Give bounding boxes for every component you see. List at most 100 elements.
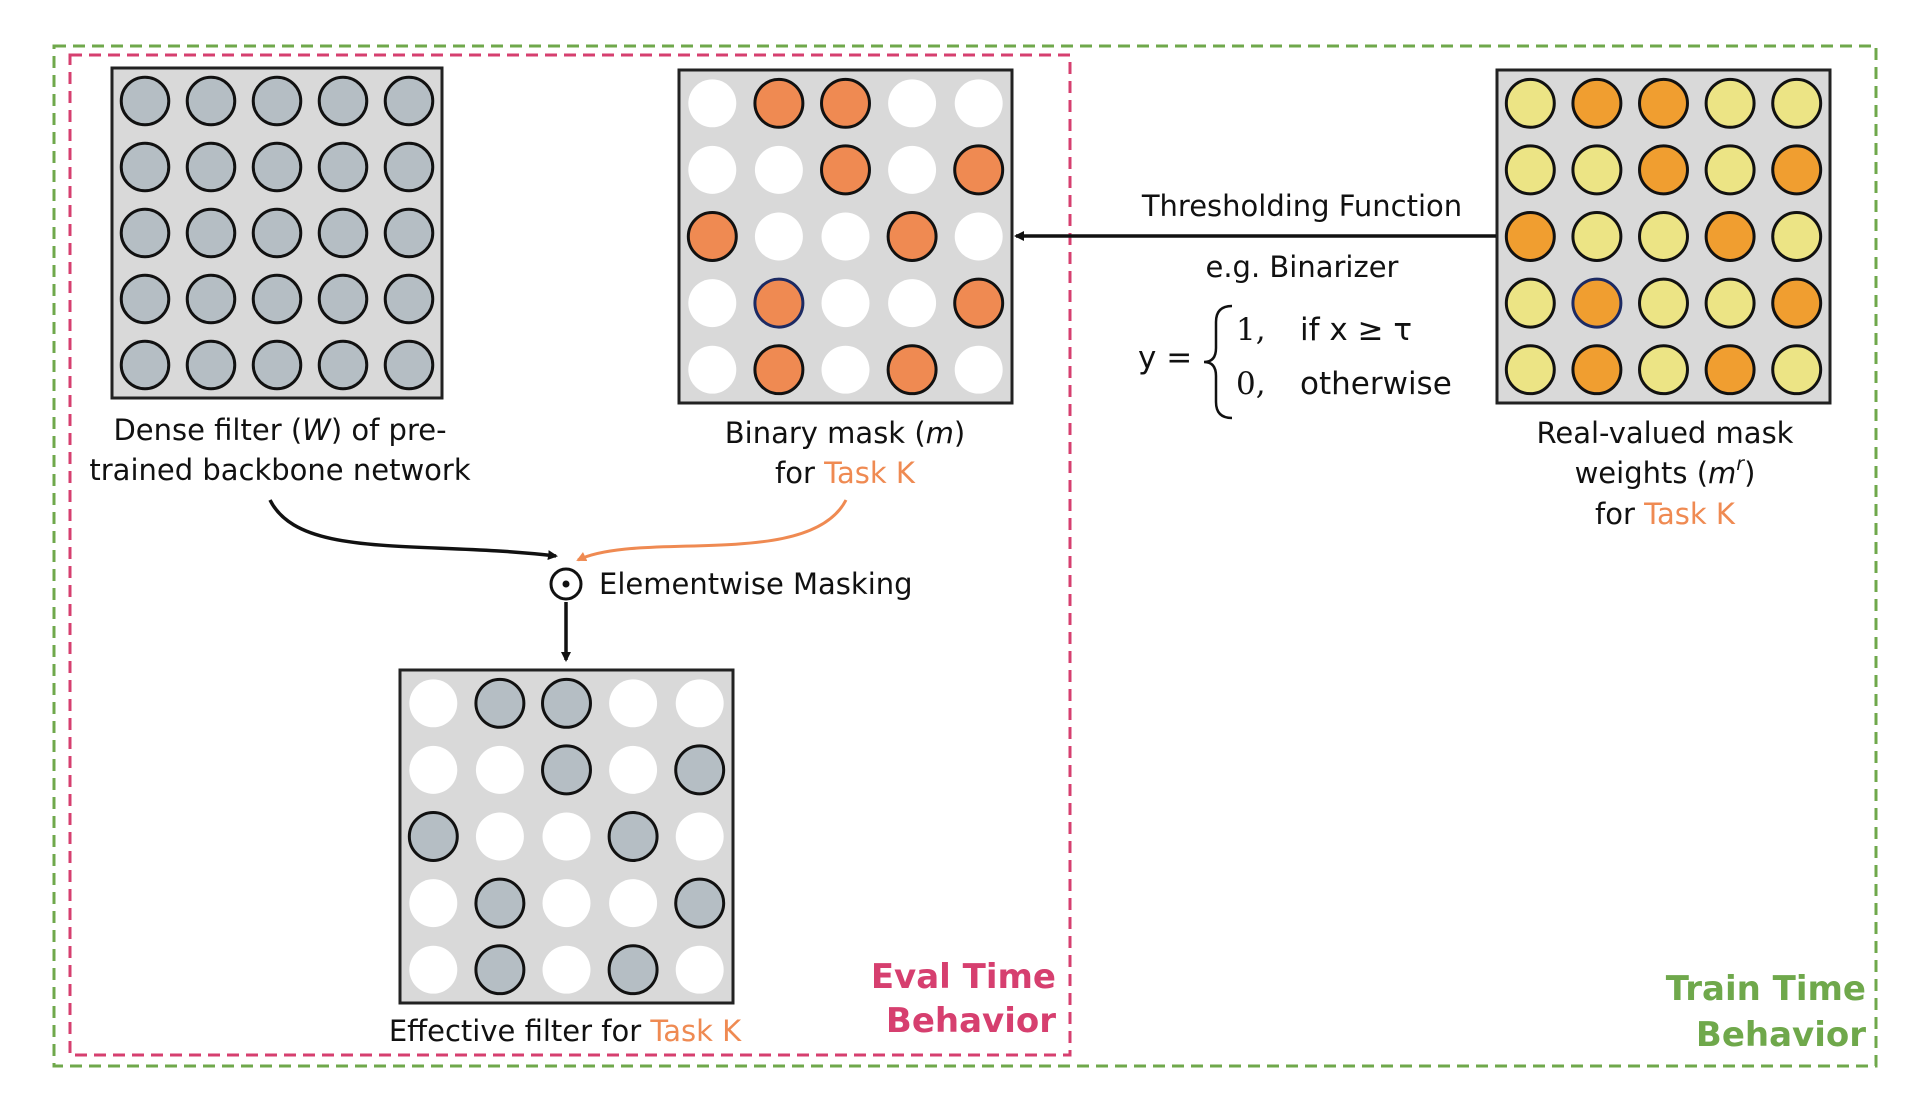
dense-cell-r2-c1 <box>185 207 237 259</box>
effective-cell-r1-c0 <box>409 745 458 794</box>
binary-cell-r1-c2 <box>820 144 871 196</box>
binary-mask-label-line2: for Task K <box>775 456 916 490</box>
real-valued-label-line2: weights (mr) <box>1575 453 1756 490</box>
elementwise-masking-dot <box>562 580 570 588</box>
formula-case2-value: 0, <box>1236 366 1266 402</box>
real-valued-label-line3: for Task K <box>1595 497 1736 531</box>
realvalued-cell-r0-c3 <box>1704 77 1756 129</box>
dense-cell-r4-c3 <box>317 339 369 391</box>
formula-case1-value: 1, <box>1236 312 1266 348</box>
formula-case1-cond: if x ≥ τ <box>1300 312 1412 348</box>
effective-cell-r1-c2 <box>541 744 592 796</box>
realvalued-cell-r3-c2 <box>1638 277 1689 329</box>
binary-cell-r4-c1 <box>753 344 805 396</box>
effective-cell-r4-c3 <box>607 944 659 996</box>
binary-cell-r3-c4 <box>953 277 1005 329</box>
effective-cell-r2-c0 <box>407 811 459 862</box>
binary-cell-r2-c4 <box>954 212 1003 261</box>
real-valued-label-line1: Real-valued mask <box>1537 416 1794 450</box>
realvalued-cell-r2-c1 <box>1571 211 1623 262</box>
binary-cell-r1-c1 <box>754 145 803 194</box>
eval-time-title-line1: Eval Time <box>871 957 1056 997</box>
eval-time-title-line2: Behavior <box>886 1001 1056 1041</box>
dense-cell-r1-c3 <box>317 141 369 193</box>
binary-cell-r3-c0 <box>688 279 737 328</box>
dense-filter-label-line2: trained backbone network <box>89 453 470 487</box>
effective-cell-r2-c2 <box>542 812 591 861</box>
binary-mask-label-line1: Binary mask (m) <box>725 416 965 450</box>
dense-cell-r1-c4 <box>383 141 435 193</box>
formula-case2-cond: otherwise <box>1300 366 1452 402</box>
effective-cell-r0-c4 <box>675 679 724 728</box>
dense-cell-r3-c4 <box>383 273 435 325</box>
eval-time-box <box>68 53 1072 1057</box>
realvalued-cell-r2-c3 <box>1704 211 1756 262</box>
effective-filter-label: Effective filter for Task K <box>389 1014 742 1048</box>
dense-cell-r2-c2 <box>251 207 303 259</box>
binary-cell-r2-c3 <box>886 211 938 262</box>
dense-cell-r3-c0 <box>119 273 171 325</box>
train-time-box <box>52 44 1878 1068</box>
binary-to-masking-arrow <box>576 499 848 562</box>
dense-filter-label-line1: Dense filter (W) of pre- <box>113 413 446 447</box>
effective-cell-r3-c2 <box>542 879 591 928</box>
binary-cell-r0-c4 <box>954 79 1003 128</box>
effective-cell-r4-c0 <box>409 945 458 994</box>
realvalued-cell-r1-c0 <box>1504 144 1556 196</box>
formula-brace <box>1203 304 1233 420</box>
binary-cell-r3-c3 <box>888 279 937 328</box>
effective-cell-r0-c2 <box>541 677 592 729</box>
dense-cell-r4-c0 <box>119 339 171 391</box>
dense-cell-r1-c1 <box>185 141 237 193</box>
threshold-title: Thresholding Function <box>1141 189 1462 223</box>
dense-cell-r4-c4 <box>383 339 435 391</box>
realvalued-cell-r2-c2 <box>1638 211 1689 262</box>
threshold-subtitle: e.g. Binarizer <box>1206 250 1399 284</box>
binary-cell-r4-c4 <box>954 345 1003 394</box>
binary-cell-r1-c4 <box>953 144 1005 196</box>
realvalued-cell-r4-c2 <box>1638 344 1689 396</box>
effective-cell-r0-c1 <box>474 677 526 729</box>
effective-cell-r4-c2 <box>542 945 591 994</box>
effective-cell-r2-c1 <box>475 812 524 861</box>
effective-filter-grid <box>398 668 735 1005</box>
effective-cell-r1-c3 <box>609 745 658 794</box>
realvalued-cell-r4-c4 <box>1771 344 1823 396</box>
realvalued-cell-r3-c3 <box>1704 277 1756 329</box>
effective-cell-r0-c3 <box>609 679 658 728</box>
effective-cell-r1-c4 <box>674 744 726 796</box>
effective-cell-r2-c3 <box>607 811 659 862</box>
binary-cell-r0-c1 <box>753 77 805 129</box>
dense-to-masking-arrow <box>268 499 558 561</box>
realvalued-cell-r2-c0 <box>1504 211 1556 262</box>
realvalued-cell-r4-c3 <box>1704 344 1756 396</box>
binary-cell-r2-c2 <box>821 212 870 261</box>
realvalued-cell-r1-c4 <box>1771 144 1823 196</box>
binary-cell-r2-c1 <box>754 212 803 261</box>
realvalued-cell-r1-c3 <box>1704 144 1756 196</box>
realvalued-cell-r4-c0 <box>1504 344 1556 396</box>
elementwise-masking-label: Elementwise Masking <box>599 567 913 601</box>
realvalued-cell-r3-c0 <box>1504 277 1556 329</box>
effective-cell-r1-c1 <box>475 745 524 794</box>
dense-cell-r2-c4 <box>383 207 435 259</box>
realvalued-cell-r4-c1 <box>1571 344 1623 396</box>
dense-cell-r0-c2 <box>251 75 303 127</box>
realvalued-cell-r1-c1 <box>1571 144 1623 196</box>
binary-cell-r2-c0 <box>686 211 738 262</box>
effective-cell-r3-c0 <box>409 879 458 928</box>
binary-mask-grid <box>677 68 1014 405</box>
effective-cell-r2-c4 <box>675 812 724 861</box>
binary-cell-r1-c3 <box>888 145 937 194</box>
realvalued-cell-r3-c4 <box>1771 277 1823 329</box>
binary-cell-r0-c3 <box>888 79 937 128</box>
realvalued-cell-r3-c1 <box>1571 277 1623 329</box>
dense-cell-r2-c3 <box>317 207 369 259</box>
binary-cell-r3-c1 <box>753 277 805 329</box>
realvalued-cell-r0-c4 <box>1771 77 1823 129</box>
binary-cell-r4-c3 <box>886 344 938 396</box>
realvalued-cell-r0-c1 <box>1571 77 1623 129</box>
realvalued-cell-r0-c2 <box>1638 77 1689 129</box>
effective-cell-r0-c0 <box>409 679 458 728</box>
